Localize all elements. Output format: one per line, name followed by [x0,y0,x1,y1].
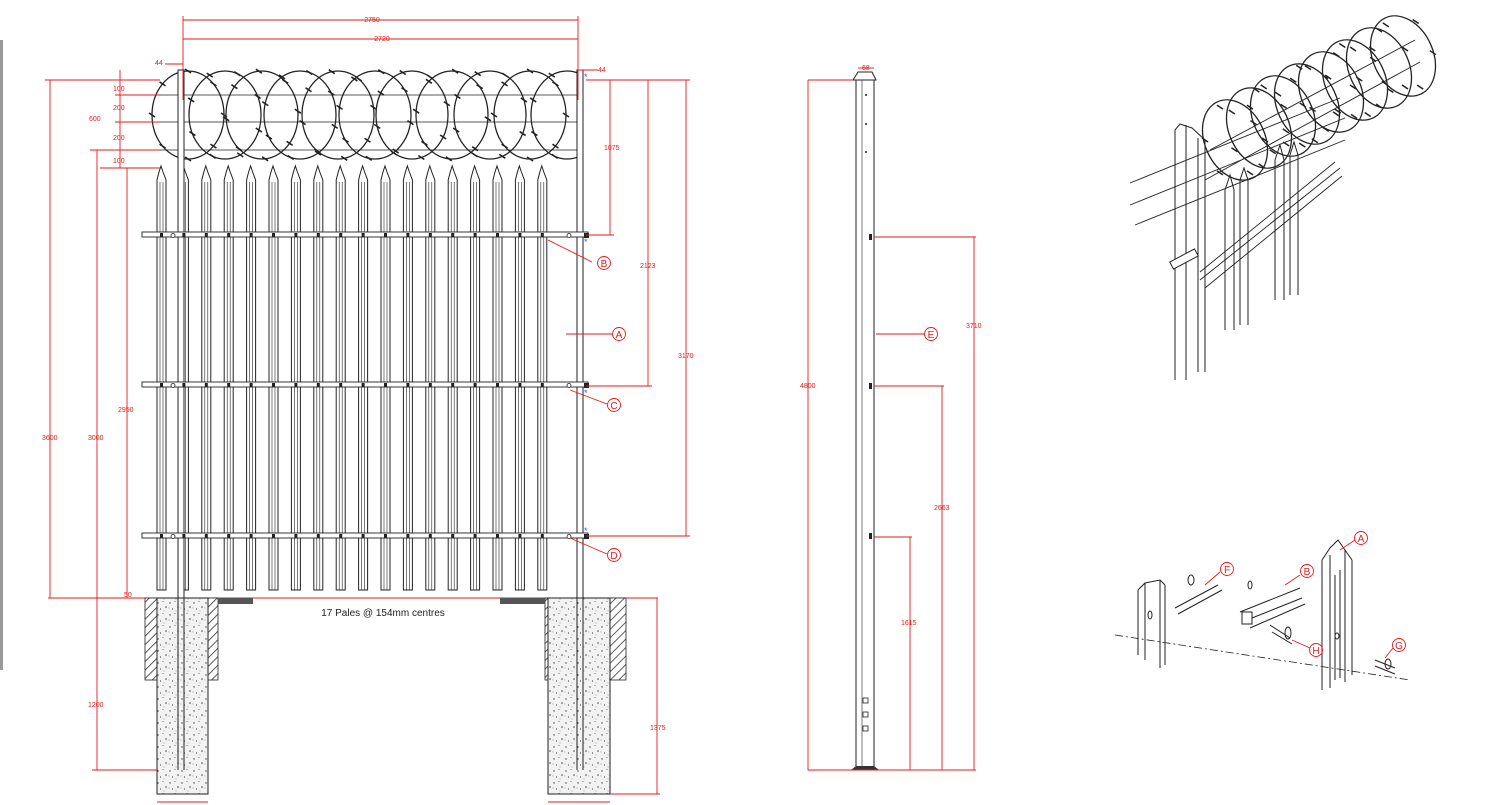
svg-text:*: * [584,526,588,536]
callout-b-exploded: B [1304,567,1311,578]
exploded-callouts: F B A H G [1204,531,1406,659]
callout-h: H [1312,646,1319,657]
pale [290,164,301,591]
coil-wires [150,94,578,151]
callout-a-exploded: A [1358,534,1365,545]
dim-fence-height: 3000 [88,435,104,442]
front-dimension-labels: 2750 2720 44 44 100 600 200 200 100 1075… [42,17,694,732]
pale [246,164,257,591]
razor-coil [148,68,578,162]
dim-post-embed: 1375 [650,725,666,732]
dim-coil-spacing-1: 200 [113,105,125,112]
callout-g: G [1395,641,1403,652]
dim-ground-clearance: 50 [124,592,132,599]
pales [156,164,548,591]
coil-loop [530,70,578,160]
pale [201,164,212,591]
horizontal-rails [141,231,589,539]
coil-loop [453,70,527,160]
front-elevation: * * * * [42,16,694,803]
pale [335,164,346,591]
dim-to-rail-b: 1075 [604,145,620,152]
dim-coil-height: 600 [89,116,101,123]
dim-post-right: 44 [598,67,606,74]
dim-inner-width: 2720 [374,36,390,43]
dim-to-rail-c: 2123 [640,263,656,270]
pale [313,164,324,591]
dim-coil-gap-bottom: 100 [113,158,125,165]
dim-coil-spacing-2: 200 [113,135,125,142]
pale [537,164,548,591]
svg-text:*: * [584,72,588,82]
dim-coil-gap-top: 100 [113,86,125,93]
post-side-view: 68 4800 3710 2663 1615 E [800,65,982,771]
svg-text:*: * [584,388,588,398]
dim-post-left: 44 [155,60,163,67]
coil-loop [188,70,262,160]
pale [402,164,413,591]
pale [470,164,481,591]
pale [156,164,167,591]
coil-loop [263,70,337,160]
foundation-right [500,597,627,795]
dim-to-rail-d: 3170 [678,353,694,360]
post-dimension-lines [807,67,976,771]
pale [380,164,391,591]
dim-post-rail-2: 2663 [934,505,950,512]
foundation-left [144,597,253,795]
pale [492,164,503,591]
coil-loop [415,70,489,160]
coil-loop [338,70,412,160]
front-dimension-lines [45,16,690,803]
isometric-view [1129,15,1437,380]
pales-caption: 17 Pales @ 154mm centres [321,608,445,619]
pale [447,164,458,591]
pale [514,164,525,591]
dim-pale-height: 2950 [118,407,134,414]
exploded-view [1114,539,1411,690]
left-border-strip [0,40,3,670]
pale [358,164,369,591]
rail-bolts [160,233,589,539]
coil-loop [375,70,449,160]
front-callouts: B A C D [547,239,626,562]
dim-post-rail-1: 3710 [966,323,982,330]
pale [223,164,234,591]
dim-post-top-width: 68 [862,65,870,72]
pale [425,164,436,591]
dim-post-rail-3: 1615 [901,620,917,627]
pale [268,164,279,591]
dim-post-total: 4800 [800,383,816,390]
dim-overall-width: 2750 [364,17,380,24]
dim-foundation-depth: 1200 [88,702,104,709]
dim-overall-height: 3600 [42,435,58,442]
callout-c: C [610,401,617,412]
callout-b: B [601,259,608,270]
blue-markers: * * * * [584,72,588,536]
callout-a: A [616,330,623,341]
coil-loop [301,70,375,160]
coil-loop [225,70,299,160]
svg-text:*: * [584,237,588,247]
callout-f: F [1224,565,1230,576]
callout-e: E [928,330,935,341]
callout-d: D [610,551,617,562]
